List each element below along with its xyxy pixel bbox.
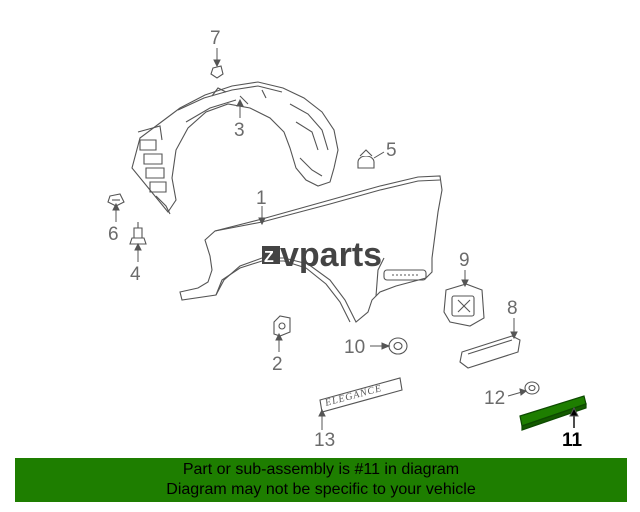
part-13-emblem[interactable]: ELEGANCE xyxy=(320,378,402,412)
callout-10[interactable]: 10 xyxy=(344,337,365,358)
leader-12 xyxy=(507,391,523,397)
parts-diagram: ELEGANCE 7 3 5 1 xyxy=(0,28,640,451)
part-2-bracket[interactable] xyxy=(274,316,290,336)
part-3-fender-liner[interactable] xyxy=(132,82,338,214)
callout-2[interactable]: 2 xyxy=(272,354,283,375)
part-9-lamp-housing[interactable] xyxy=(444,284,484,326)
callout-3[interactable]: 3 xyxy=(234,120,245,141)
part-8-molding[interactable] xyxy=(460,336,520,368)
banner-line-1: Part or sub-assembly is #11 in diagram xyxy=(182,461,460,478)
callout-7[interactable]: 7 xyxy=(210,28,221,49)
watermark: Z vparts xyxy=(262,236,382,274)
emblem-text: ELEGANCE xyxy=(323,383,383,409)
callouts: 7 3 5 1 6 4 2 9 8 10 12 13 11 xyxy=(108,28,583,451)
watermark-text: vparts xyxy=(280,236,382,274)
leader-5 xyxy=(373,151,385,159)
leader-lines xyxy=(112,48,579,430)
callout-5[interactable]: 5 xyxy=(386,140,397,161)
callout-12[interactable]: 12 xyxy=(484,388,505,409)
callout-1[interactable]: 1 xyxy=(256,188,267,209)
callout-6[interactable]: 6 xyxy=(108,224,119,245)
part-11-molding-highlighted[interactable] xyxy=(520,396,586,430)
callout-8[interactable]: 8 xyxy=(507,298,518,319)
part-1-front-fender[interactable] xyxy=(180,176,442,322)
callout-4[interactable]: 4 xyxy=(130,264,141,285)
part-6-clip[interactable] xyxy=(108,194,124,206)
callout-9[interactable]: 9 xyxy=(459,250,470,271)
part-4-bolt[interactable] xyxy=(130,222,146,244)
watermark-logo-mark: Z xyxy=(264,249,274,266)
banner-line-2: Diagram may not be specific to your vehi… xyxy=(166,481,476,498)
info-banner: Part or sub-assembly is #11 in diagram D… xyxy=(15,458,627,502)
part-12-cap[interactable] xyxy=(525,382,539,394)
callout-13[interactable]: 13 xyxy=(314,430,335,451)
callout-11[interactable]: 11 xyxy=(562,430,583,451)
watermark-logo-icon xyxy=(262,246,280,264)
part-5-grommet[interactable] xyxy=(358,150,374,168)
